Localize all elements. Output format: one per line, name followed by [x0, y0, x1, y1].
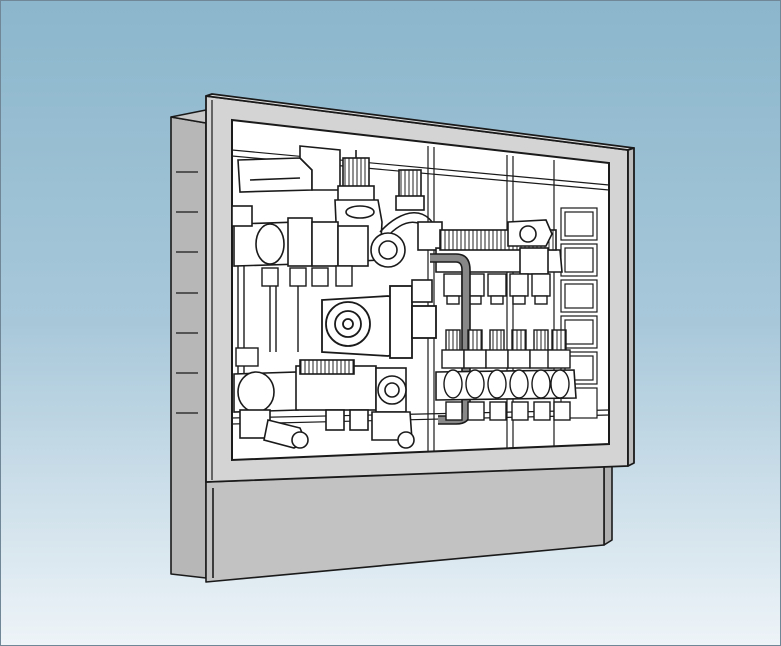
- upper-fittings: [261, 265, 353, 352]
- cabinet-right-side: [603, 465, 613, 546]
- circulation-pump: [321, 285, 437, 359]
- return-outlet-valves: [445, 401, 571, 421]
- cabinet-interior: [231, 118, 610, 462]
- actuator-housing: [237, 145, 341, 193]
- air-vent: [395, 169, 425, 211]
- flow-meters: [441, 329, 571, 399]
- return-outlet-assembly: [233, 359, 415, 449]
- supply-inlet-assembly: [231, 205, 406, 268]
- left-riser-pipes: [235, 266, 259, 374]
